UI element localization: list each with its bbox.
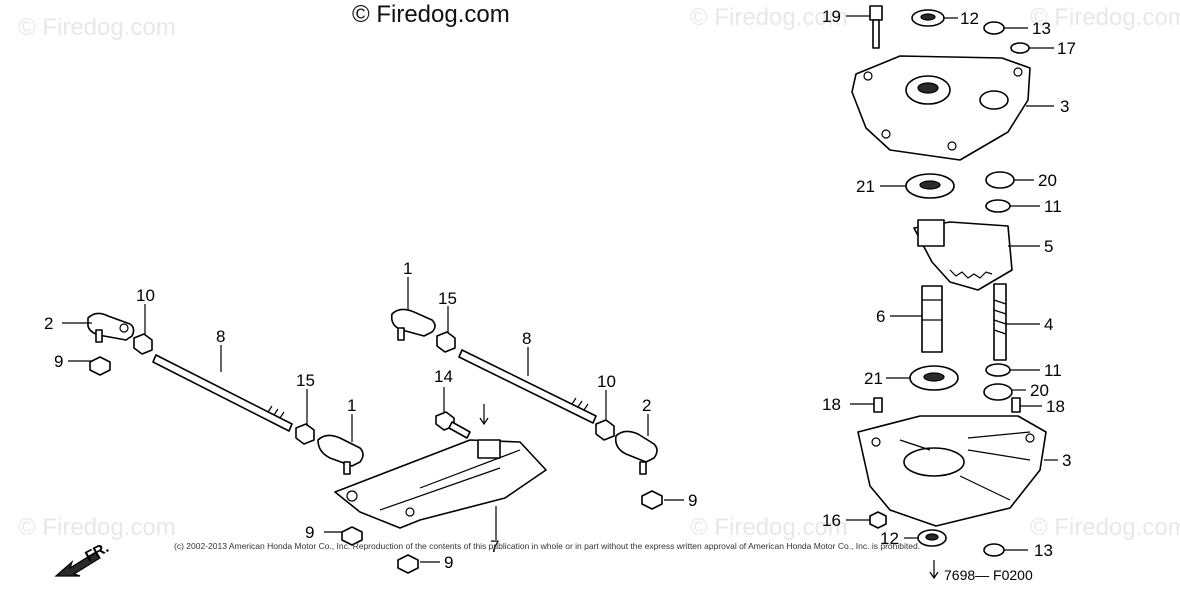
callout-7: 7 (490, 537, 499, 556)
ball-joint-1-left (317, 434, 364, 475)
bearing-13-top (983, 21, 1005, 35)
copyright-notice: (c) 2002-2013 American Honda Motor Co., … (174, 541, 920, 551)
ball-joint-left (87, 312, 135, 343)
washer-17 (1010, 42, 1030, 54)
callout-6: 6 (876, 307, 885, 326)
callout-3-bottom: 3 (1062, 451, 1071, 470)
callout-12-bottom: 12 (880, 529, 899, 548)
tie-rod-right (458, 349, 597, 424)
assembly-arrow-bottom (929, 560, 939, 580)
callout-numbers: 2 10 9 8 15 1 1 15 8 14 10 2 9 9 7 9 19 … (44, 7, 1076, 572)
callout-11-top: 11 (1044, 197, 1062, 216)
callout-10-right: 10 (597, 372, 616, 391)
pitman-arm-plate (334, 439, 547, 529)
callout-4: 4 (1044, 315, 1053, 334)
dowel-pin-18-right (1011, 397, 1021, 413)
gear-case-cover-top (851, 55, 1031, 161)
flange-nut-9-bottom-b (397, 554, 419, 574)
callout-12-top: 12 (960, 9, 979, 28)
callout-18-right: 18 (1046, 397, 1065, 416)
flange-nut-9-bottom-a (341, 526, 363, 546)
watermark-top-middle: © Firedog.com (690, 4, 848, 31)
flange-nut-9-left (89, 356, 111, 376)
bearing-20-bottom (983, 383, 1013, 401)
callout-9-bottom-a: 9 (305, 523, 314, 542)
washer-11-bottom (985, 363, 1011, 377)
callout-13-bottom: 13 (1034, 541, 1053, 560)
callout-9-right: 9 (688, 491, 697, 510)
bolt-19 (869, 5, 883, 49)
pinion-shaft-4 (993, 283, 1007, 361)
callout-16: 16 (822, 511, 841, 530)
callout-15-center: 15 (438, 289, 457, 308)
front-direction-arrow: FR. (54, 539, 112, 577)
watermark-bottom-left: © Firedog.com (18, 514, 176, 541)
washer-11-top (985, 199, 1011, 213)
callout-18-left: 18 (822, 395, 841, 414)
callout-1-left: 1 (347, 396, 356, 415)
tie-rod-left (152, 354, 293, 432)
callout-20-bottom: 20 (1030, 381, 1049, 400)
callout-20-top: 20 (1038, 171, 1057, 190)
firedog-brand: © Firedog.com (352, 1, 510, 28)
watermark-bottom-middle: © Firedog.com (690, 514, 848, 541)
nut-15-left (295, 423, 315, 445)
callout-13-top: 13 (1032, 19, 1051, 38)
callout-1-center: 1 (403, 259, 412, 278)
callout-3-top: 3 (1060, 97, 1069, 116)
callout-2-right: 2 (642, 396, 651, 415)
ball-joint-2-right (614, 430, 658, 475)
diagram-code: 7698— F0200 (944, 567, 1033, 583)
ball-joint-1-center (390, 308, 436, 341)
shaft-6 (921, 285, 943, 353)
callout-21-top: 21 (856, 177, 875, 196)
nut-16 (869, 511, 887, 529)
callout-8-right: 8 (522, 329, 531, 348)
callout-8-left: 8 (216, 327, 225, 346)
callout-15-left: 15 (296, 371, 315, 390)
flange-nut-9-right (641, 490, 663, 510)
bearing-20-top (985, 171, 1015, 189)
callout-9-left: 9 (54, 352, 63, 371)
callout-11-bottom: 11 (1044, 361, 1062, 380)
callout-19: 19 (822, 7, 841, 26)
leader-lines (62, 15, 1058, 563)
bearing-13-bottom (983, 543, 1005, 557)
watermark-top-right: © Firedog.com (1030, 4, 1180, 31)
callout-5: 5 (1044, 237, 1053, 256)
assembly-arrow-center (479, 404, 489, 426)
watermark-top-left: © Firedog.com (18, 14, 176, 41)
callout-21-bottom: 21 (864, 369, 883, 388)
nut-10-left (133, 333, 153, 355)
callout-2-left: 2 (44, 314, 53, 333)
sector-gear-5 (913, 219, 1013, 291)
callout-9-bottom-b: 9 (444, 553, 453, 572)
callout-10-left: 10 (136, 286, 155, 305)
watermarks: © Firedog.com © Firedog.com © Firedog.co… (18, 4, 1180, 541)
callout-17: 17 (1057, 39, 1076, 58)
gear-case-lower (857, 415, 1047, 527)
dowel-pin-18-left (873, 397, 883, 413)
callout-14: 14 (434, 367, 453, 386)
nut-15-center (436, 331, 456, 353)
watermark-bottom-right: © Firedog.com (1030, 514, 1180, 541)
bolt-14 (435, 411, 471, 439)
nut-10-right (595, 419, 615, 441)
